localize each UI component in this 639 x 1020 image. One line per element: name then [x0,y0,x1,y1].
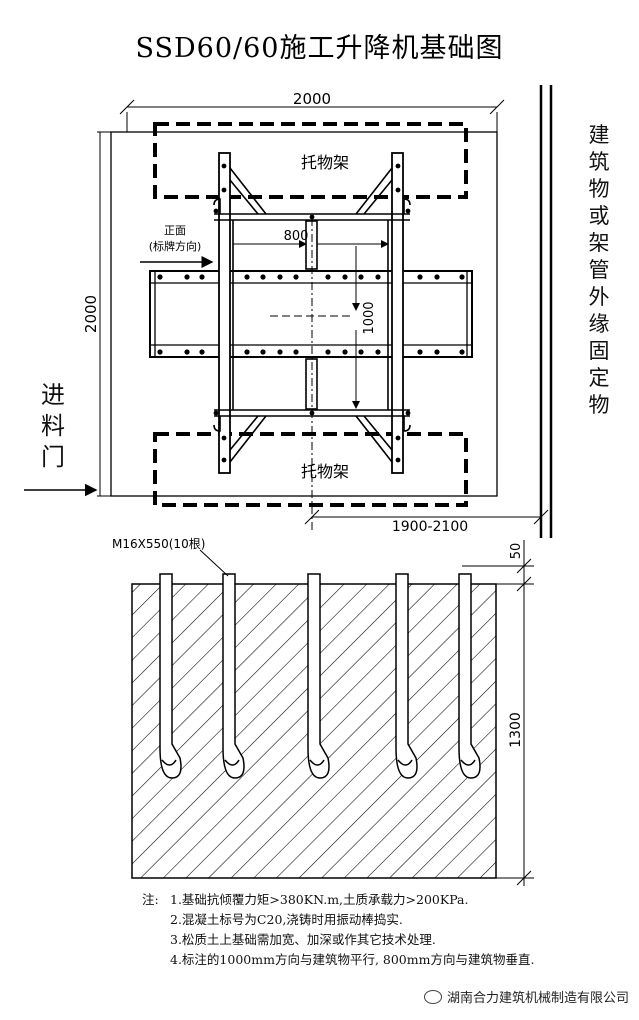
bolt-spec-label: M16X550(10根) [112,537,205,551]
dim-1000-label: 1000 [362,301,377,334]
dim-1300-label: 1300 [508,712,524,748]
dim-800-label: 800 [284,229,309,244]
anchor-bolt [458,573,481,779]
side-note-char: 建 [588,123,610,147]
note-row: 4.标注的1000mm方向与建筑物平行, 800mm方向与建筑物垂直. [142,950,534,970]
front-sublabel: (标牌方向) [149,239,202,253]
mast-uprights [218,152,404,474]
wechat-icon [423,989,442,1004]
anchor-bolt [159,573,182,779]
dim-offset-label: 1900-2100 [392,519,468,535]
notes-prefix: 注: [142,892,159,907]
side-note-char: 物 [588,393,610,417]
entry-char: 进 [41,381,65,409]
front-label: 正面 [164,224,186,237]
side-note-char: 架 [588,231,610,255]
side-note-char: 定 [588,366,610,390]
entry-door-label: 进 料 门 [38,380,68,473]
note-item: 3.松质土上基础需加宽、加深或作其它技术处理. [170,932,436,947]
note-item: 2.混凝土标号为C20,浇铸时用振动棒捣实. [170,912,403,927]
entry-char: 门 [41,443,65,471]
side-note-char: 外 [588,285,610,309]
anchor-bolt [395,573,418,779]
note-row: 3.松质土上基础需加宽、加深或作其它技术处理. [142,930,534,950]
diagonal-braces [229,167,393,463]
note-item: 1.基础抗倾覆力矩>380KN.m,土质承载力>200KPa. [170,892,469,907]
foundation-slab-outline [110,131,498,497]
bolt-leader [199,549,229,577]
watermark: 湖南合力建筑机械制造有限公司 [419,985,633,1008]
frame-bolts [157,274,465,355]
side-note-char: 管 [588,258,610,282]
section-view: M16X550(10根) 50 1300 [112,537,534,886]
base-frame [149,270,473,358]
dim-width-2000 [119,99,505,132]
anchor-bolts [159,573,481,779]
top-shelf-outline [153,122,468,199]
note-row: 注: 1.基础抗倾覆力矩>380KN.m,土质承载力>200KPa. [142,890,534,910]
top-shelf-label: 托物架 [301,153,349,172]
building-side-note: 建 筑 物 或 架 管 外 缘 固 定 物 [586,122,612,419]
side-note-char: 或 [588,204,610,228]
dim-50-label: 50 [509,543,524,560]
anchor-bolt [222,573,245,779]
bottom-shelf-outline [153,432,468,507]
side-note-char: 物 [588,177,610,201]
note-item: 4.标注的1000mm方向与建筑物平行, 800mm方向与建筑物垂直. [170,952,535,967]
notes-block: 注: 1.基础抗倾覆力矩>380KN.m,土质承载力>200KPa. 2.混凝土… [142,890,534,970]
dim-width-label: 2000 [293,90,331,108]
side-note-char: 筑 [588,150,610,174]
watermark-text: 湖南合力建筑机械制造有限公司 [446,991,629,1006]
bottom-shelf-label: 托物架 [301,462,349,481]
dim-height-label: 2000 [82,295,100,333]
page-title: SSD60/60施工升降机基础图 [135,33,504,64]
mast-clips [213,198,411,432]
dim-height-2000 [97,131,111,497]
plan-view: 2000 2000 托物架 托物架 正面 (标牌方向) 800 1000 190… [24,85,553,538]
entry-char: 料 [41,412,65,440]
side-note-char: 固 [588,339,610,363]
building-wall [539,85,553,538]
note-row: 2.混凝土标号为C20,浇铸时用振动棒捣实. [142,910,534,930]
mast-bolts [213,163,411,463]
side-note-char: 缘 [588,312,610,336]
dim-section [462,540,534,886]
anchor-bolt [307,573,330,779]
